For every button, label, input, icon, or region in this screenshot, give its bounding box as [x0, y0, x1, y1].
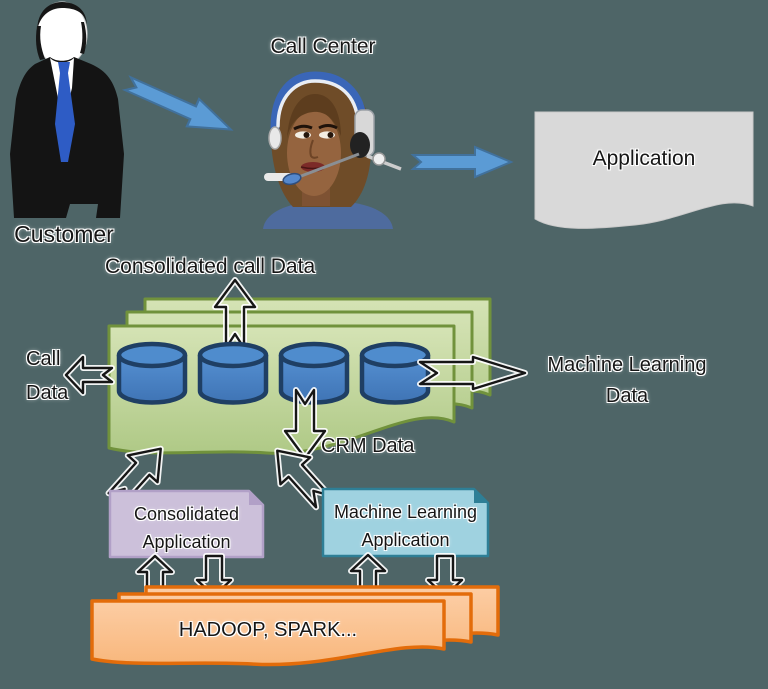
- call-data-label: Call Data: [26, 348, 69, 404]
- application-document: [534, 111, 754, 229]
- customer-label: Customer: [14, 221, 114, 247]
- crm-data-label: CRM Data: [321, 435, 415, 457]
- machine-learning-data-label: Machine Learning Data: [547, 354, 707, 407]
- database-cylinder-icon: [359, 341, 431, 405]
- consolidated-application-box: [108, 489, 265, 559]
- customer-to-callcenter-arrow: [120, 68, 239, 145]
- ml-application-label: Machine Learning Application: [333, 502, 478, 550]
- ml-application-box: [321, 487, 490, 558]
- consolidated-application-label: Consolidated Application: [133, 504, 240, 552]
- call-data-arrow: [66, 357, 112, 393]
- database-cylinders: [116, 341, 431, 405]
- hadoop-spark-label: HADOOP, SPARK...: [178, 619, 358, 641]
- callcenter-to-application-arrow: [412, 146, 512, 178]
- application-label: Application: [592, 147, 696, 170]
- call-center-agent-icon: [263, 71, 402, 229]
- database-cylinder-icon: [197, 341, 269, 405]
- consolidated-call-data-label: Consolidated call Data: [105, 255, 316, 278]
- call-center-label: Call Center: [270, 35, 376, 58]
- customer-person-icon: [10, 1, 124, 218]
- database-cylinder-icon: [116, 341, 188, 405]
